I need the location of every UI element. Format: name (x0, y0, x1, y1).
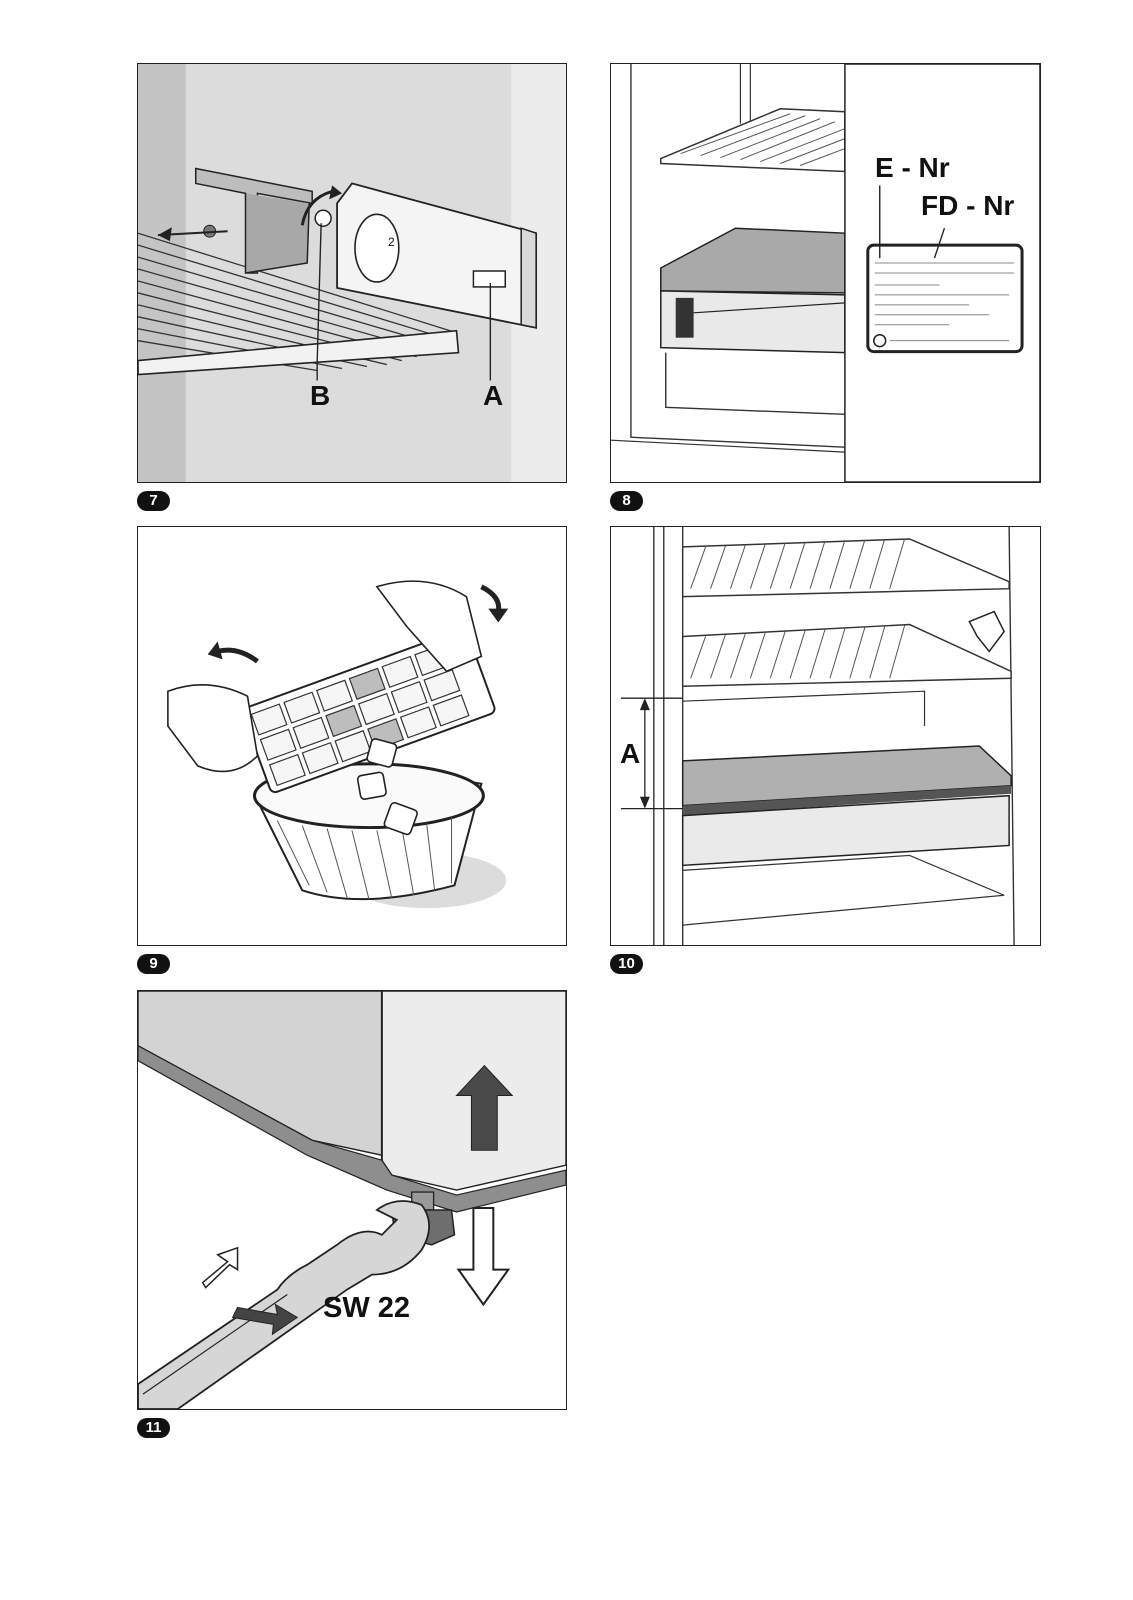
thermostat-dial-label: 2 (388, 236, 395, 248)
figure-7-number-badge: 7 (137, 491, 170, 511)
figure-7-panel: 2 B A (137, 63, 567, 483)
figure-8-panel: E - Nr FD - Nr (610, 63, 1041, 483)
label-b: B (310, 382, 330, 410)
figure-9-number-badge: 9 (137, 954, 170, 974)
figure-10-panel: A (610, 526, 1041, 946)
figure-11-panel: SW 22 (137, 990, 567, 1410)
levelling-foot-illustration (138, 991, 566, 1409)
wrench-size-label: SW 22 (323, 1294, 410, 1323)
e-nr-label: E - Nr (875, 154, 950, 182)
shelf-spacing-illustration (611, 527, 1040, 945)
figure-11-number-badge: 11 (137, 1418, 170, 1438)
thermostat-illustration (138, 64, 566, 482)
figure-8-number-badge: 8 (610, 491, 643, 511)
rating-plate-illustration (611, 64, 1040, 482)
label-a: A (483, 382, 503, 410)
ice-cube-tray-illustration (138, 527, 566, 945)
fd-nr-label: FD - Nr (921, 192, 1014, 220)
figure-10-number-badge: 10 (610, 954, 643, 974)
figure-9-panel (137, 526, 567, 946)
label-a-distance: A (620, 740, 640, 768)
